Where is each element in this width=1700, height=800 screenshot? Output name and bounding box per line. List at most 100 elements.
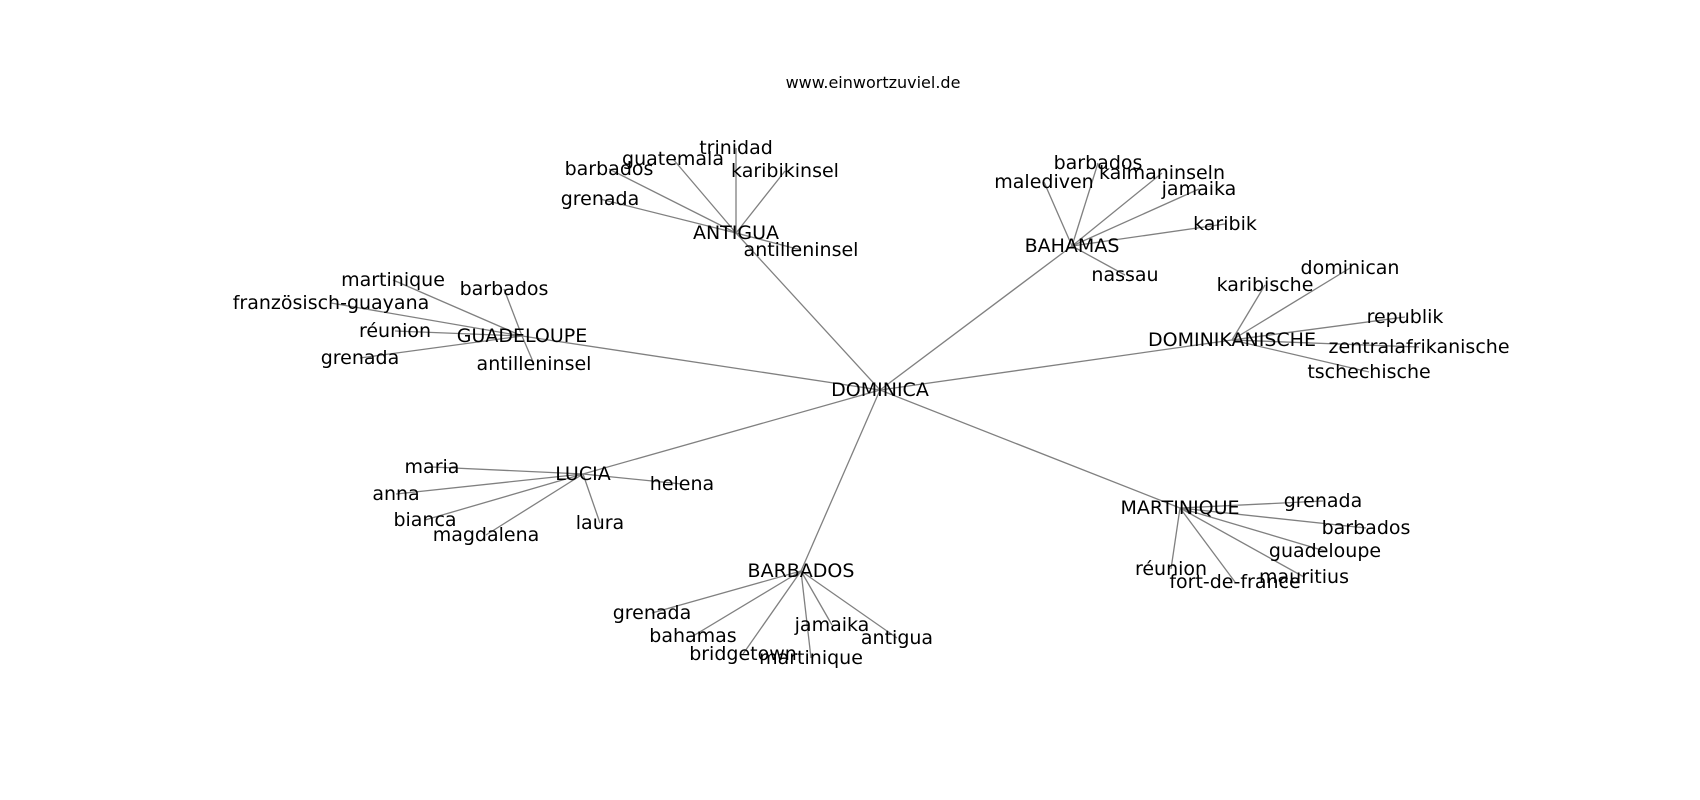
leaf-node-label: antilleninsel [477,353,592,375]
edge-hub-to-leaf [582,473,683,485]
leaf-node-label: jamaika [794,614,870,636]
edge-hub-to-leaf [735,170,786,234]
edge-root-to-hub [879,339,1233,391]
edge-hub-to-leaf [692,570,802,637]
edge-hub-to-leaf [1179,507,1326,552]
edge-hub-to-leaf [1231,339,1370,373]
leaf-node-label: zentralafrikanische [1328,336,1509,358]
edge-hub-to-leaf [1071,245,1126,276]
hub-node-label: ANTIGUA [693,222,779,244]
leaf-node-label: barbados [1054,152,1143,174]
edge-hub-to-leaf [1071,172,1163,247]
leaf-node-label: republik [1367,306,1444,328]
edge-hub-to-leaf [1071,162,1099,247]
edge-hub-to-leaf [800,570,833,626]
leaf-node-label: jamaika [1161,178,1237,200]
edge-hub-to-leaf [1071,188,1200,247]
leaf-node-label: fort-de-france [1169,571,1300,593]
leaf-node-label: grenada [561,188,640,210]
leaf-node-label: dominican [1301,257,1400,279]
leaf-node-label: guatemala [622,148,724,170]
edge-root-to-hub [800,389,881,572]
leaf-node-label: maria [405,456,460,478]
site-caption: www.einwortzuviel.de [786,73,961,92]
edge-hub-to-leaf [582,473,601,524]
leaf-node-label: karibik [1193,213,1257,235]
leaf-node-label: tschechische [1307,361,1430,383]
leaf-node-label: malediven [994,171,1093,193]
hub-node-label: DOMINIKANISCHE [1148,329,1316,351]
leaf-node-label: barbados [1322,517,1411,539]
leaf-node-label: bridgetown [689,643,797,665]
edge-hub-to-leaf [1043,181,1073,247]
edge-hub-to-leaf [394,330,523,337]
leaf-node-label: magdalena [433,524,540,546]
hub-node-label: MARTINIQUE [1120,497,1239,519]
leaf-node-label: martinique [759,647,863,669]
edge-hub-to-leaf [431,466,584,475]
leaf-node-label: bahamas [649,625,736,647]
edge-hub-to-leaf [392,279,523,337]
edge-hub-to-leaf [485,473,584,536]
edge-hub-to-leaf [735,232,802,251]
edge-hub-to-leaf [800,570,812,659]
leaf-node-label: grenada [1284,490,1363,512]
edge-hub-to-leaf [800,570,898,639]
leaf-node-label: karibische [1217,274,1314,296]
leaf-node-label: französisch-guayana [233,292,430,314]
edge-hub-to-leaf [1179,507,1367,529]
edge-hub-to-leaf [742,570,802,655]
leaf-node-label: grenada [321,347,400,369]
leaf-node-label: trinidad [699,137,773,159]
edge-hub-to-leaf [359,335,523,359]
leaf-node-label: antilleninsel [744,239,859,261]
edge-root-to-hub [879,245,1073,391]
edge-hub-to-leaf [1071,223,1226,247]
root-node-label: DOMINICA [831,379,929,401]
leaf-node-label: mauritius [1259,566,1349,588]
leaf-node-label: antigua [861,627,933,649]
hub-node-label: LUCIA [555,463,610,485]
leaf-node-label: bianca [393,509,456,531]
edge-hub-to-leaf [608,168,737,234]
leaf-node-label: grenada [613,602,692,624]
edge-hub-to-leaf [1179,507,1236,583]
leaf-node-label: laura [576,512,624,534]
leaf-node-label: barbados [460,278,549,300]
edge-hub-to-leaf [330,302,523,337]
edge-hub-to-leaf [1231,284,1266,341]
leaf-node-label: réunion [359,320,431,342]
edge-hub-to-leaf [521,335,535,365]
leaf-node-label: guadeloupe [1269,540,1381,562]
hub-node-label: BARBADOS [748,560,855,582]
edge-hub-to-leaf [503,288,523,337]
hub-node-label: BAHAMAS [1025,235,1120,257]
edge-hub-to-leaf [651,570,802,614]
edge-hub-to-leaf [1179,500,1324,509]
edge-hub-to-leaf [1231,267,1351,341]
leaf-node-label: anna [372,483,419,505]
edge-root-to-hub [879,389,1181,509]
graph-edges [330,148,1420,659]
edge-hub-to-leaf [1231,316,1406,341]
edge-hub-to-leaf [1170,507,1181,570]
leaf-node-label: karibikinsel [731,160,839,182]
leaf-node-label: barbados [565,158,654,180]
edge-root-to-hub [521,335,881,391]
hub-node-label: GUADELOUPE [457,325,588,347]
leaf-node-label: réunion [1135,558,1207,580]
edge-hub-to-leaf [395,473,584,495]
edge-root-to-hub [735,232,881,391]
leaf-node-label: nassau [1091,264,1158,286]
edge-hub-to-leaf [424,473,584,521]
edge-root-to-hub [582,389,881,475]
edge-hub-to-leaf [1231,339,1420,348]
leaf-node-label: helena [650,473,714,495]
edge-hub-to-leaf [599,198,737,234]
leaf-node-label: martinique [341,269,445,291]
leaf-node-label: kaimaninseln [1099,162,1225,184]
edge-hub-to-leaf [672,158,737,234]
edge-hub-to-leaf [1179,507,1305,578]
